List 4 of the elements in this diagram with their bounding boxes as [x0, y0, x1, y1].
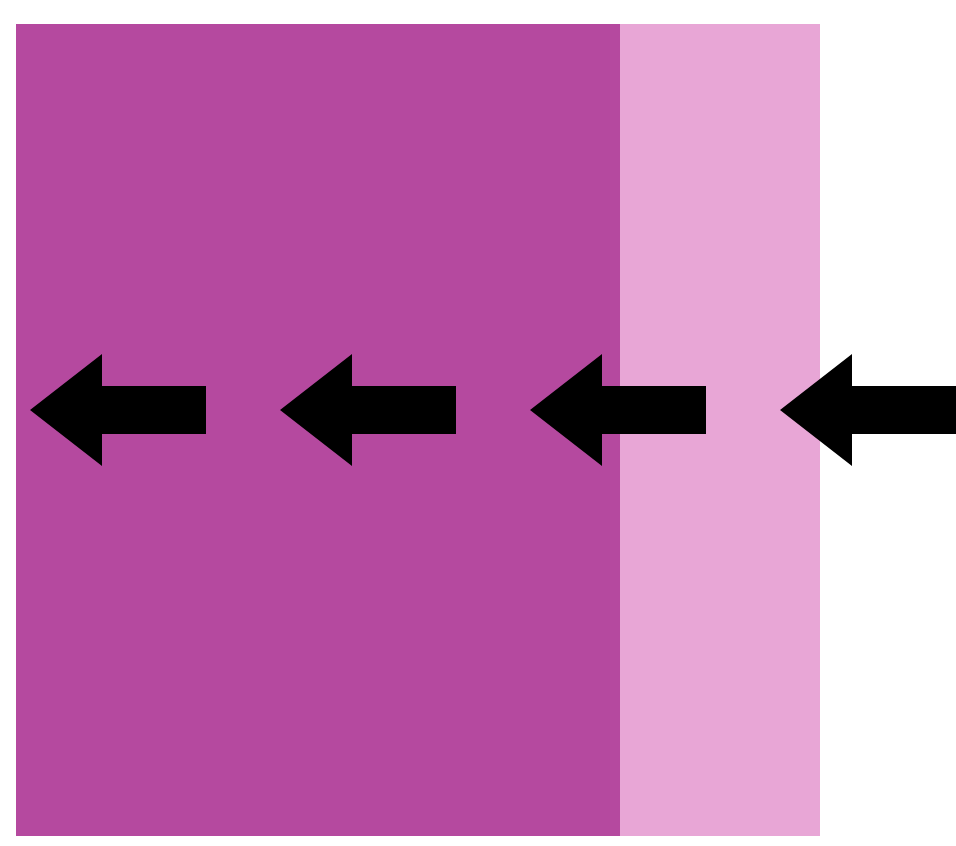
light-band: [620, 24, 820, 836]
arrow: [780, 354, 956, 466]
dark-band: [16, 24, 620, 836]
arrow: [530, 354, 706, 466]
